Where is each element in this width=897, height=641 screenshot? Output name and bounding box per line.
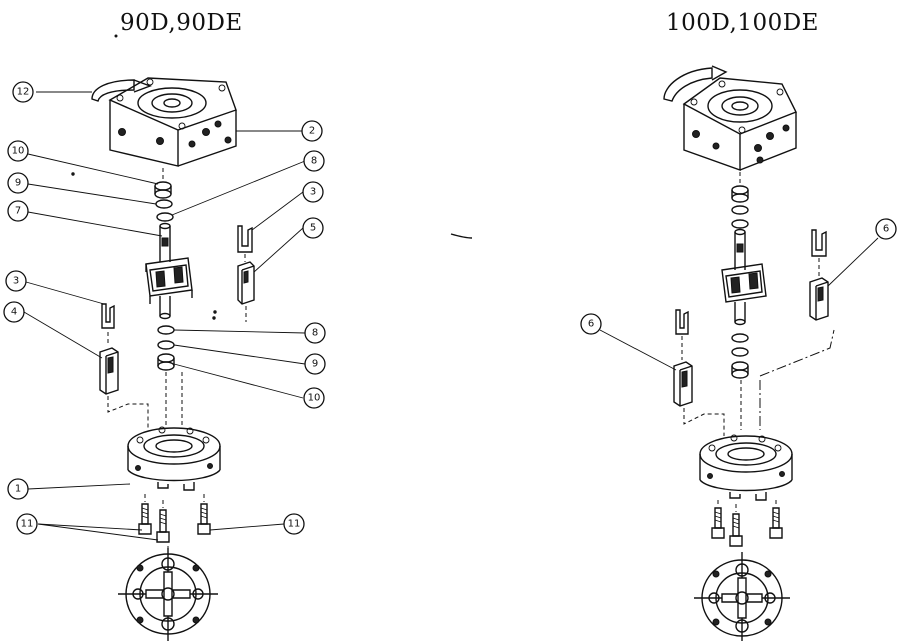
diagram-title-left: 90D,90DE bbox=[120, 10, 243, 36]
svg-text:5: 5 bbox=[310, 223, 316, 234]
callout-3-right: 3 bbox=[302, 181, 324, 203]
bearing-part-10-top bbox=[154, 181, 172, 199]
callout-3-left: 3 bbox=[5, 270, 27, 292]
svg-text:1: 1 bbox=[15, 484, 21, 495]
svg-text:12: 12 bbox=[17, 87, 30, 98]
svg-text:9: 9 bbox=[312, 359, 318, 370]
callout-6-left: 6 bbox=[580, 313, 602, 335]
base-part-1 bbox=[127, 426, 221, 491]
svg-text:10: 10 bbox=[12, 146, 25, 157]
shaft-part-7 bbox=[145, 222, 193, 320]
callout-6-right: 6 bbox=[875, 218, 897, 240]
bearing-right-top bbox=[731, 185, 749, 203]
oring-part-8-bottom bbox=[157, 325, 175, 335]
svg-text:11: 11 bbox=[21, 519, 34, 530]
callout-10-lower: 10 bbox=[303, 387, 325, 409]
svg-text:9: 9 bbox=[15, 178, 21, 189]
callout-1: 1 bbox=[7, 478, 29, 500]
svg-text:10: 10 bbox=[308, 393, 321, 404]
bearing-part-10-bottom bbox=[157, 353, 175, 371]
right-assembly bbox=[599, 65, 879, 641]
callout-5: 5 bbox=[302, 217, 324, 239]
leader-lines-right bbox=[599, 237, 879, 371]
callout-11-left: 11 bbox=[16, 513, 38, 535]
svg-text:3: 3 bbox=[13, 276, 19, 287]
key-right-lower bbox=[675, 309, 689, 335]
svg-text:8: 8 bbox=[311, 156, 317, 167]
key-right-upper bbox=[811, 229, 827, 257]
stopper-part-5 bbox=[237, 261, 255, 305]
diagram-title-right: 100D,100DE bbox=[666, 10, 819, 36]
callout-9-upper: 9 bbox=[7, 172, 29, 194]
callout-8-lower: 8 bbox=[304, 322, 326, 344]
svg-text:8: 8 bbox=[312, 328, 318, 339]
svg-text:6: 6 bbox=[883, 224, 889, 235]
stopper-right-lower bbox=[673, 361, 693, 407]
base-right bbox=[699, 434, 793, 501]
bolts-part-11 bbox=[138, 494, 211, 543]
left-assembly bbox=[23, 34, 306, 641]
bottom-view-left bbox=[118, 546, 218, 641]
callout-7: 7 bbox=[7, 200, 29, 222]
svg-text:4: 4 bbox=[11, 307, 17, 318]
callout-2: 2 bbox=[301, 120, 323, 142]
callout-4: 4 bbox=[3, 301, 25, 323]
callout-10-upper: 10 bbox=[7, 140, 29, 162]
key-part-3-right bbox=[237, 225, 253, 253]
leader-lines-left bbox=[23, 91, 306, 541]
stopper-part-4 bbox=[99, 347, 119, 395]
svg-text:3: 3 bbox=[310, 187, 316, 198]
callout-11-right: 11 bbox=[283, 513, 305, 535]
housing-part-2 bbox=[108, 77, 237, 167]
stopper-right-upper bbox=[809, 277, 829, 321]
svg-text:7: 7 bbox=[15, 206, 21, 217]
bearing-right-bottom bbox=[731, 361, 749, 379]
shaft-right bbox=[721, 228, 767, 326]
bottom-view-right bbox=[694, 552, 790, 641]
callout-9-lower: 9 bbox=[304, 353, 326, 375]
oring-part-8-top bbox=[156, 212, 174, 222]
svg-text:6: 6 bbox=[588, 319, 594, 330]
washer-part-9-top bbox=[155, 199, 173, 209]
rotation-arrow-left bbox=[91, 79, 152, 102]
callout-12: 12 bbox=[12, 81, 34, 103]
washer-part-9-bottom bbox=[157, 340, 175, 350]
svg-text:2: 2 bbox=[309, 126, 315, 137]
bolts-right bbox=[711, 500, 783, 547]
housing-right bbox=[682, 77, 797, 171]
key-part-3-left bbox=[101, 303, 115, 329]
rotation-arrow-right bbox=[663, 65, 728, 102]
svg-text:11: 11 bbox=[288, 519, 301, 530]
callout-8-upper: 8 bbox=[303, 150, 325, 172]
